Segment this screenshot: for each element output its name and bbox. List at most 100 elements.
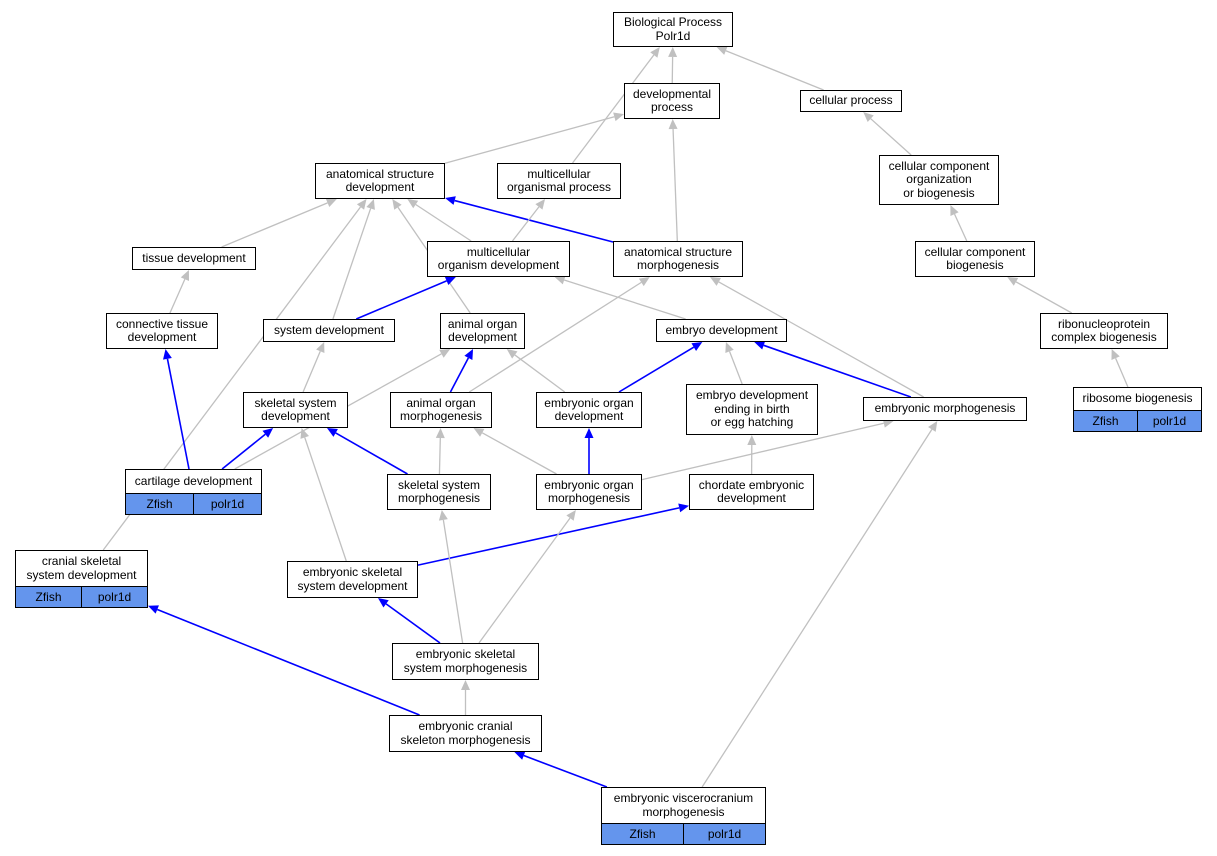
edge-line-is_a xyxy=(478,517,571,644)
edge-line-is_a xyxy=(442,519,464,644)
edge-arrowhead xyxy=(356,199,367,210)
node-label: embryonic organ development xyxy=(544,395,634,423)
node-embryonic-skeletal-system-development[interactable]: embryonic skeletal system development xyxy=(287,561,418,598)
edge-line-is_a xyxy=(718,281,924,398)
node-system-development[interactable]: system development xyxy=(263,319,395,342)
edge-line-is_a xyxy=(511,206,540,242)
edge-line-part_of xyxy=(523,754,608,788)
node-label: ribonucleoprotein complex biogenesis xyxy=(1051,316,1157,344)
node-multicellular-organism-development[interactable]: multicellular organism development xyxy=(427,241,570,277)
node-embryonic-morphogenesis[interactable]: embryonic morphogenesis xyxy=(863,397,1027,421)
edge-arrowhead xyxy=(650,47,660,58)
node-anatomical-structure-development[interactable]: anatomical structure development xyxy=(315,163,445,199)
edge-arrowhead xyxy=(163,349,172,360)
annotation-row: Zfish polr1d xyxy=(126,493,261,514)
node-label: embryo development ending in birth or eg… xyxy=(695,388,809,430)
node-skeletal-system-development[interactable]: skeletal system development xyxy=(243,392,348,428)
edge-arrowhead xyxy=(716,46,728,55)
node-embryo-development[interactable]: embryo development xyxy=(656,319,787,342)
edge-arrowhead xyxy=(678,503,689,513)
node-label: system development xyxy=(273,322,385,337)
edge-line-part_of xyxy=(385,603,441,644)
node-connective-tissue-development[interactable]: connective tissue development xyxy=(106,313,218,349)
node-label: cellular component biogenesis xyxy=(924,244,1026,272)
node-ribosome-biogenesis[interactable]: ribosome biogenesis Zfish polr1d xyxy=(1073,387,1202,432)
node-cellular-component-biogenesis[interactable]: cellular component biogenesis xyxy=(915,241,1035,277)
edge-line-is_a xyxy=(953,213,968,242)
edge-line-is_a xyxy=(415,203,472,242)
edge-line-is_a xyxy=(438,437,441,475)
edge-line-is_a xyxy=(641,422,884,481)
node-embryonic-skeletal-system-morphogenesis[interactable]: embryonic skeletal system morphogenesis xyxy=(392,643,539,680)
annotation-gene[interactable]: polr1d xyxy=(1137,411,1201,431)
node-tissue-development[interactable]: tissue development xyxy=(132,247,256,270)
node-developmental-process[interactable]: developmental process xyxy=(624,83,720,119)
edge-arrowhead xyxy=(439,349,451,358)
edge-arrowhead xyxy=(754,341,766,350)
edge-arrowhead xyxy=(506,349,518,359)
node-multicellular-organismal-process[interactable]: multicellular organismal process xyxy=(497,163,621,199)
edge-arrowhead xyxy=(316,342,325,353)
node-skeletal-system-morphogenesis[interactable]: skeletal system morphogenesis xyxy=(387,474,491,510)
annotation-gene[interactable]: polr1d xyxy=(193,494,261,514)
node-label: embryonic organ morphogenesis xyxy=(544,477,634,505)
annotation-gene[interactable]: polr1d xyxy=(81,587,147,607)
node-cellular-process[interactable]: cellular process xyxy=(800,90,902,112)
edge-arrowhead xyxy=(444,276,456,286)
node-embryonic-organ-morphogenesis[interactable]: embryonic organ morphogenesis xyxy=(536,474,642,510)
node-label: embryonic skeletal system morphogenesis xyxy=(403,647,528,675)
annotation-species[interactable]: Zfish xyxy=(16,587,81,607)
node-ribonucleoprotein-complex-biogenesis[interactable]: ribonucleoprotein complex biogenesis xyxy=(1040,313,1168,349)
edge-arrowhead xyxy=(928,421,938,432)
edge-line-is_a xyxy=(332,208,372,320)
node-cranial-skeletal-system-development[interactable]: cranial skeletal system development Zfis… xyxy=(15,550,148,608)
node-label: skeletal system development xyxy=(254,395,337,423)
node-label: multicellular organism development xyxy=(437,244,560,272)
annotation-row: Zfish polr1d xyxy=(16,586,147,607)
annotation-gene[interactable]: polr1d xyxy=(683,824,765,844)
annotation-row: Zfish polr1d xyxy=(1074,410,1201,431)
node-biological-process[interactable]: Biological Process Polr1d xyxy=(613,12,733,47)
edge-arrowhead xyxy=(514,751,526,760)
node-animal-organ-development[interactable]: animal organ development xyxy=(440,313,525,349)
node-label: tissue development xyxy=(142,250,246,265)
node-embryo-development-ending-in-birth[interactable]: embryo development ending in birth or eg… xyxy=(686,384,818,435)
edge-arrowhead xyxy=(747,435,757,446)
edge-line-part_of xyxy=(166,358,190,470)
edge-arrowhead xyxy=(300,428,310,439)
node-cartilage-development[interactable]: cartilage development Zfish polr1d xyxy=(125,469,262,515)
edge-line-is_a xyxy=(444,116,615,164)
edge-line-is_a xyxy=(169,278,186,314)
edge-arrowhead xyxy=(392,199,402,210)
edge-line-part_of xyxy=(417,507,680,566)
node-chordate-embryonic-development[interactable]: chordate embryonic development xyxy=(689,474,814,510)
node-embryonic-viscerocranium-morphogenesis[interactable]: embryonic viscerocranium morphogenesis Z… xyxy=(601,787,766,845)
node-animal-organ-morphogenesis[interactable]: animal organ morphogenesis xyxy=(390,392,492,428)
edge-arrowhead xyxy=(1007,277,1019,286)
edge-line-part_of xyxy=(221,433,266,470)
node-embryonic-organ-development[interactable]: embryonic organ development xyxy=(536,392,642,428)
annotation-species[interactable]: Zfish xyxy=(1074,411,1137,431)
edge-line-is_a xyxy=(728,351,743,385)
edge-arrowhead xyxy=(691,342,703,352)
annotation-species[interactable]: Zfish xyxy=(126,494,193,514)
edge-arrowhead xyxy=(638,277,650,287)
node-label: embryonic skeletal system development xyxy=(297,565,408,593)
node-label: cellular component organization or bioge… xyxy=(888,158,990,200)
node-label: chordate embryonic development xyxy=(698,477,805,505)
edge-arrowhead xyxy=(435,428,445,439)
edge-line-is_a xyxy=(514,354,566,393)
edge-arrowhead xyxy=(554,275,566,285)
edge-line-part_of xyxy=(156,608,420,716)
edge-arrowhead xyxy=(668,47,678,58)
annotation-species[interactable]: Zfish xyxy=(602,824,683,844)
edge-line-part_of xyxy=(454,199,614,243)
edge-arrowhead xyxy=(1111,349,1120,360)
edge-arrowhead xyxy=(327,428,338,437)
node-cellular-component-organization-or-biogenesis[interactable]: cellular component organization or bioge… xyxy=(879,155,999,205)
node-embryonic-cranial-skeleton-morphogenesis[interactable]: embryonic cranial skeleton morphogenesis xyxy=(389,715,542,752)
edge-line-is_a xyxy=(468,281,642,393)
node-anatomical-structure-morphogenesis[interactable]: anatomical structure morphogenesis xyxy=(613,241,743,277)
edge-line-part_of xyxy=(335,432,408,475)
